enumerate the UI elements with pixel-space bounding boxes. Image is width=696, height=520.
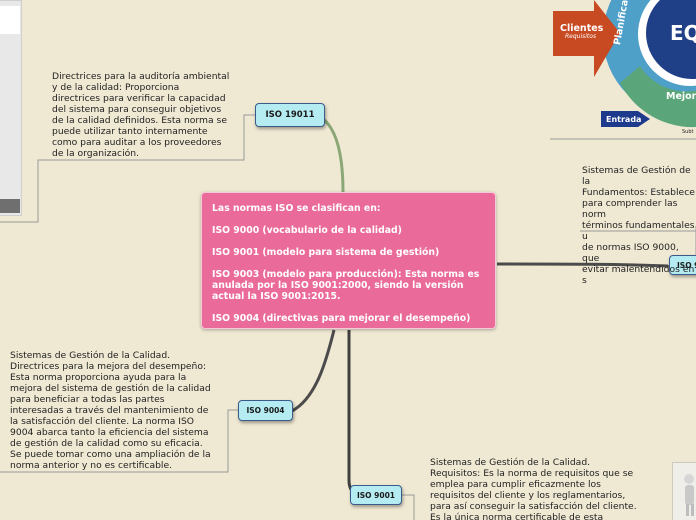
requisitos-label: Requisitos (565, 33, 597, 40)
entrada-label: Entrada (606, 115, 642, 124)
clientes-label: Clientes (560, 23, 604, 34)
mejora-label: Mejora (666, 91, 696, 102)
side-panel-header (0, 6, 20, 34)
note-iso-9000: Sistemas de Gestión de la Fundamentos: E… (582, 165, 695, 286)
person-illustration (672, 462, 696, 520)
central-line-2: ISO 9000 (vocabulario de la calidad) (212, 225, 402, 236)
central-topic[interactable]: Las normas ISO se clasifican en: ISO 900… (201, 192, 496, 329)
central-line-4: ISO 9003 (modelo para producción): Esta … (212, 269, 480, 302)
note-iso-19011: Directrices para la auditoría ambiental … (52, 71, 230, 159)
person-icon (684, 474, 694, 516)
central-line-3: ISO 9001 (modelo para sistema de gestión… (212, 247, 440, 258)
diagram-subtitle: Subt (682, 129, 694, 135)
note-iso-9004: Sistemas de Gestión de la Calidad. Direc… (10, 350, 211, 471)
central-line-1: Las normas ISO se clasifican en: (212, 203, 381, 214)
node-iso-19011[interactable]: ISO 19011 (255, 103, 325, 127)
side-panel-footer (0, 199, 20, 213)
note-iso-9001: Sistemas de Gestión de la Calidad. Requi… (430, 457, 637, 520)
diagram-center-text: EQ (670, 21, 696, 45)
side-panel (0, 0, 22, 216)
node-iso-9001[interactable]: ISO 9001 (350, 485, 402, 505)
node-iso-9004[interactable]: ISO 9004 (238, 400, 293, 421)
node-iso-9000[interactable]: ISO 9000 (669, 255, 696, 275)
central-line-5: ISO 9004 (directivas para mejorar el des… (212, 313, 471, 324)
